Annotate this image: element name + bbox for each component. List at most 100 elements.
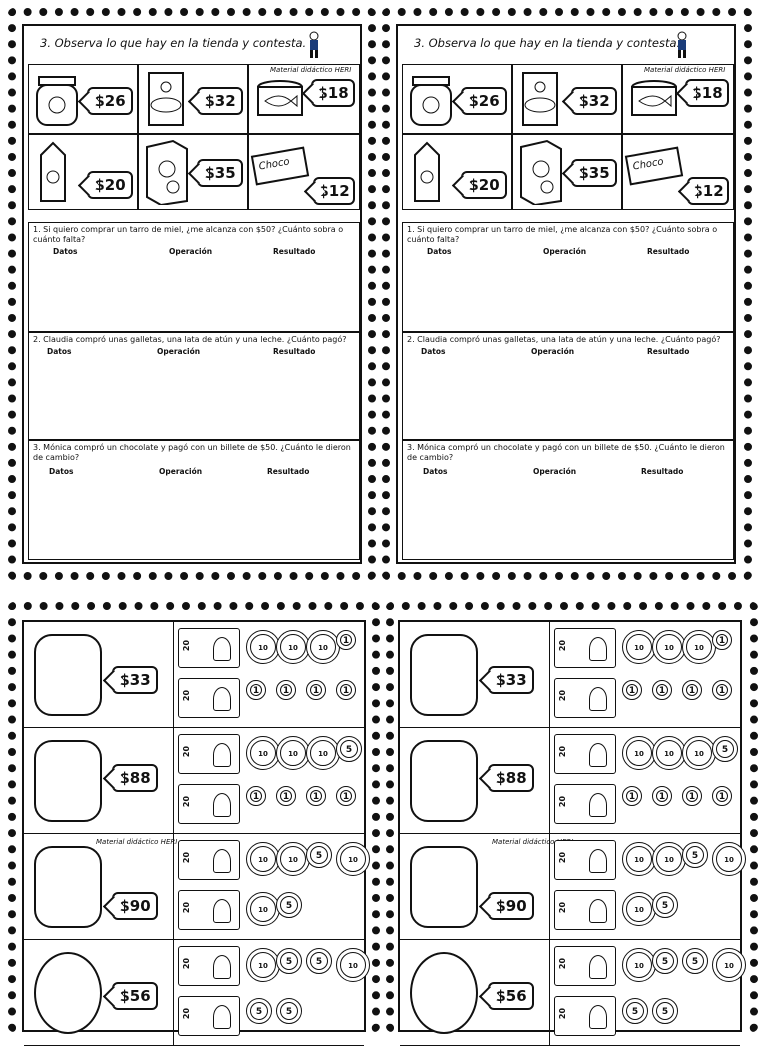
honey-jar-icon <box>36 76 78 126</box>
bill-portrait-icon <box>213 899 231 923</box>
price-tag: $35 <box>197 159 243 187</box>
price-tag: $56 <box>488 982 534 1010</box>
bill-20: 20 <box>178 996 240 1036</box>
worksheet-panel-left: 3. Observa lo que hay en la tienda y con… <box>22 24 362 564</box>
coin-10: 10 <box>306 736 340 770</box>
coin-value: 1 <box>252 686 260 696</box>
coin-value: 5 <box>285 1007 293 1017</box>
bill-20: 20 <box>178 784 240 824</box>
coin-5: 5 <box>652 892 678 918</box>
price-tag: $20 <box>461 171 507 199</box>
price-tag: $90 <box>112 892 158 920</box>
bill-value: 20 <box>182 957 192 970</box>
coin-10: 10 <box>336 948 370 982</box>
coin-value: 1 <box>282 792 290 802</box>
question-text: 3. Mónica compró un chocolate y pagó con… <box>33 443 351 462</box>
product-cell: $32 <box>512 64 622 134</box>
col-datos: Datos <box>47 347 72 356</box>
bill-20: 20 <box>554 996 616 1036</box>
watermark: Material didáctico HERI <box>644 66 726 74</box>
coin-1: 1 <box>652 786 672 806</box>
coin-10: 10 <box>622 842 656 876</box>
bill-value: 20 <box>558 639 568 652</box>
price-tag: $56 <box>112 982 158 1010</box>
coin-value: 10 <box>258 856 268 864</box>
coin-value: 10 <box>634 644 644 652</box>
coin-10: 10 <box>652 630 686 664</box>
coin-value: 10 <box>348 962 358 970</box>
worksheet-title: 3. Observa lo que hay en la tienda y con… <box>40 36 307 50</box>
bill-20: 20 <box>554 890 616 930</box>
product-cell: $26 <box>402 64 512 134</box>
price-tag: $88 <box>488 764 534 792</box>
bill-portrait-icon <box>589 637 607 661</box>
tuna-can-icon <box>257 80 303 116</box>
coin-value: 1 <box>312 686 320 696</box>
price-tag: $12 <box>687 177 729 205</box>
product-cell: $35 <box>138 134 248 210</box>
bill-value: 20 <box>182 745 192 758</box>
coin-1: 1 <box>306 786 326 806</box>
bill-value: 20 <box>558 851 568 864</box>
question-box: 1. Si quiero comprar un tarro de miel, ¿… <box>28 222 360 332</box>
bill-20: 20 <box>178 628 240 668</box>
coin-value: 1 <box>342 792 350 802</box>
bill-20: 20 <box>554 734 616 774</box>
col-resultado: Resultado <box>641 467 684 476</box>
coin-value: 1 <box>282 686 290 696</box>
bill-portrait-icon <box>589 743 607 767</box>
toy-cell: $90 <box>400 834 550 940</box>
coin-1: 1 <box>652 680 672 700</box>
col-datos: Datos <box>423 467 448 476</box>
bill-portrait-icon <box>589 955 607 979</box>
cereal-box-icon <box>522 72 558 126</box>
bill-20: 20 <box>554 678 616 718</box>
col-resultado: Resultado <box>267 467 310 476</box>
bill-portrait-icon <box>213 687 231 711</box>
price-tag: $18 <box>685 79 729 107</box>
chocolate-bar-icon: Choco <box>624 146 684 186</box>
bill-value: 20 <box>182 1007 192 1020</box>
coin-value: 10 <box>724 962 734 970</box>
coin-1: 1 <box>622 680 642 700</box>
coin-10: 10 <box>622 948 656 982</box>
col-resultado: Resultado <box>647 347 690 356</box>
coin-value: 1 <box>342 686 350 696</box>
bill-portrait-icon <box>213 849 231 873</box>
product-cell: $26 <box>28 64 138 134</box>
coin-5: 5 <box>336 736 362 762</box>
coin-5: 5 <box>652 998 678 1024</box>
worksheet-title: 3. Observa lo que hay en la tienda y con… <box>414 36 681 50</box>
coin-1: 1 <box>712 630 732 650</box>
price-tag: $32 <box>571 87 617 115</box>
coin-value: 10 <box>634 962 644 970</box>
question-text: 1. Si quiero comprar un tarro de miel, ¿… <box>33 225 344 244</box>
question-box: 1. Si quiero comprar un tarro de miel, ¿… <box>402 222 734 332</box>
coin-value: 1 <box>312 792 320 802</box>
coin-10: 10 <box>682 736 716 770</box>
coin-10: 10 <box>246 948 280 982</box>
cookies-box-icon <box>520 139 562 205</box>
soccer-ball-icon <box>410 952 478 1034</box>
price-tag: $35 <box>571 159 617 187</box>
bill-20: 20 <box>178 890 240 930</box>
bill-portrait-icon <box>213 1005 231 1029</box>
bill-20: 20 <box>554 840 616 880</box>
coin-value: 10 <box>288 750 298 758</box>
watermark: Material didáctico HERI <box>492 838 574 846</box>
coin-value: 10 <box>664 644 674 652</box>
product-cell: $18 <box>248 64 360 134</box>
bill-portrait-icon <box>213 637 231 661</box>
coin-value: 10 <box>288 856 298 864</box>
worksheet-panel-right: 3. Observa lo que hay en la tienda y con… <box>396 24 736 564</box>
price-tag: $26 <box>461 87 507 115</box>
price-tag: $90 <box>488 892 534 920</box>
coin-value: 10 <box>348 856 358 864</box>
kid-logo-icon <box>309 31 319 58</box>
question-box: 3. Mónica compró un chocolate y pagó con… <box>28 440 360 560</box>
scalloped-border <box>382 8 752 580</box>
